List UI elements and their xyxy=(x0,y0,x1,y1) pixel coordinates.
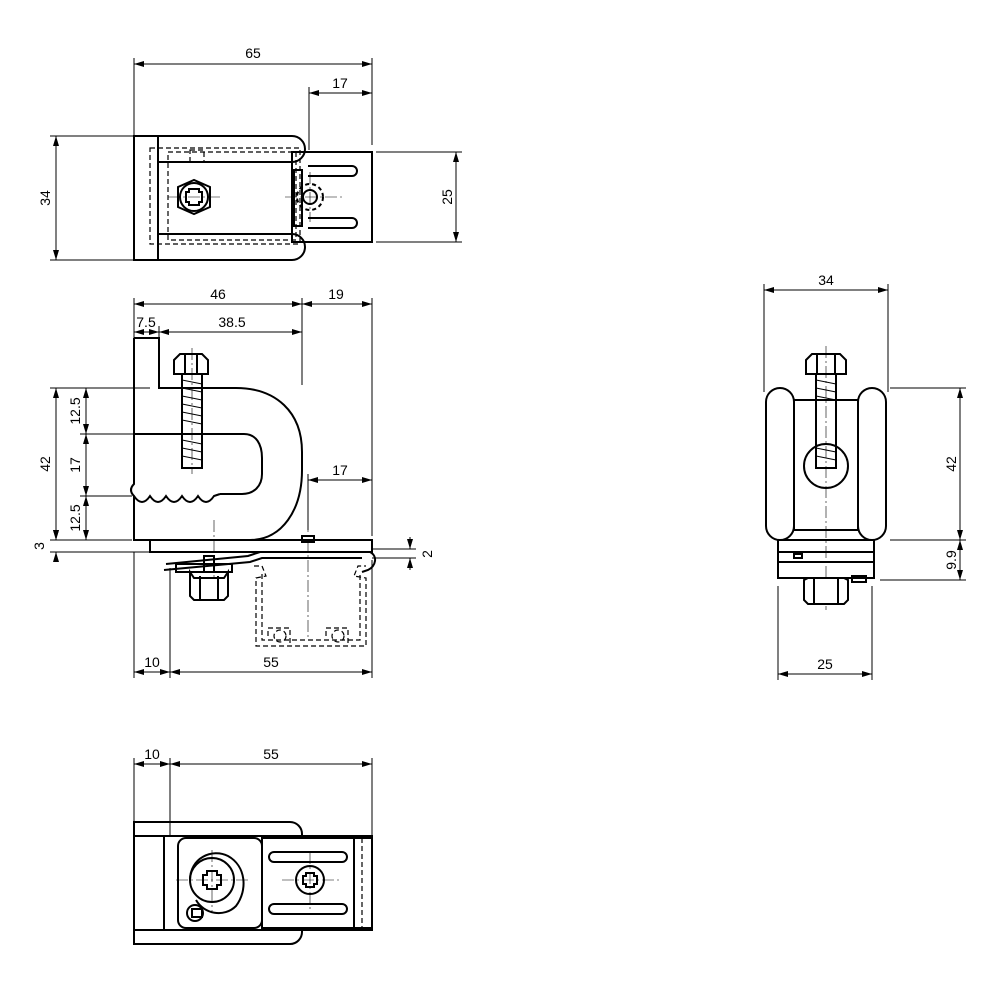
dim-bottom-right: 55 xyxy=(263,746,279,762)
dim-top-width: 65 xyxy=(245,45,261,61)
dim-front-height: 42 xyxy=(37,456,53,472)
dim-top-slot: 17 xyxy=(332,75,348,91)
dim-front-thick: 2 xyxy=(419,550,435,558)
dim-front-jaw-offset: 7.5 xyxy=(136,314,156,330)
dim-front-ext: 19 xyxy=(328,286,344,302)
dim-front-plate: 3 xyxy=(31,542,47,550)
dim-front-throat: 38.5 xyxy=(218,314,245,330)
bottom-view: 10 55 xyxy=(133,746,373,945)
dim-front-lower: 12.5 xyxy=(67,504,83,531)
front-view: 46 19 7.5 38.5 42 12.5 17 12.5 3 17 2 xyxy=(31,286,435,678)
dim-front-upper: 12.5 xyxy=(67,397,83,424)
dim-front-bottom-right: 55 xyxy=(263,654,279,670)
dim-side-base: 9.9 xyxy=(943,550,959,570)
dim-front-width: 46 xyxy=(210,286,226,302)
dim-bottom-left: 10 xyxy=(144,746,160,762)
dim-front-mid: 17 xyxy=(67,457,83,473)
dim-side-top-width: 34 xyxy=(818,272,834,288)
dim-top-body: 25 xyxy=(439,189,455,205)
dim-front-right-ext: 17 xyxy=(332,462,348,478)
side-view: 34 42 9.9 xyxy=(763,272,966,680)
dim-side-height: 42 xyxy=(943,456,959,472)
dim-side-bottom-width: 25 xyxy=(817,656,833,672)
dim-front-bottom-left: 10 xyxy=(144,654,160,670)
dim-top-height: 34 xyxy=(37,190,53,206)
top-view: 65 17 34 25 xyxy=(37,45,462,261)
